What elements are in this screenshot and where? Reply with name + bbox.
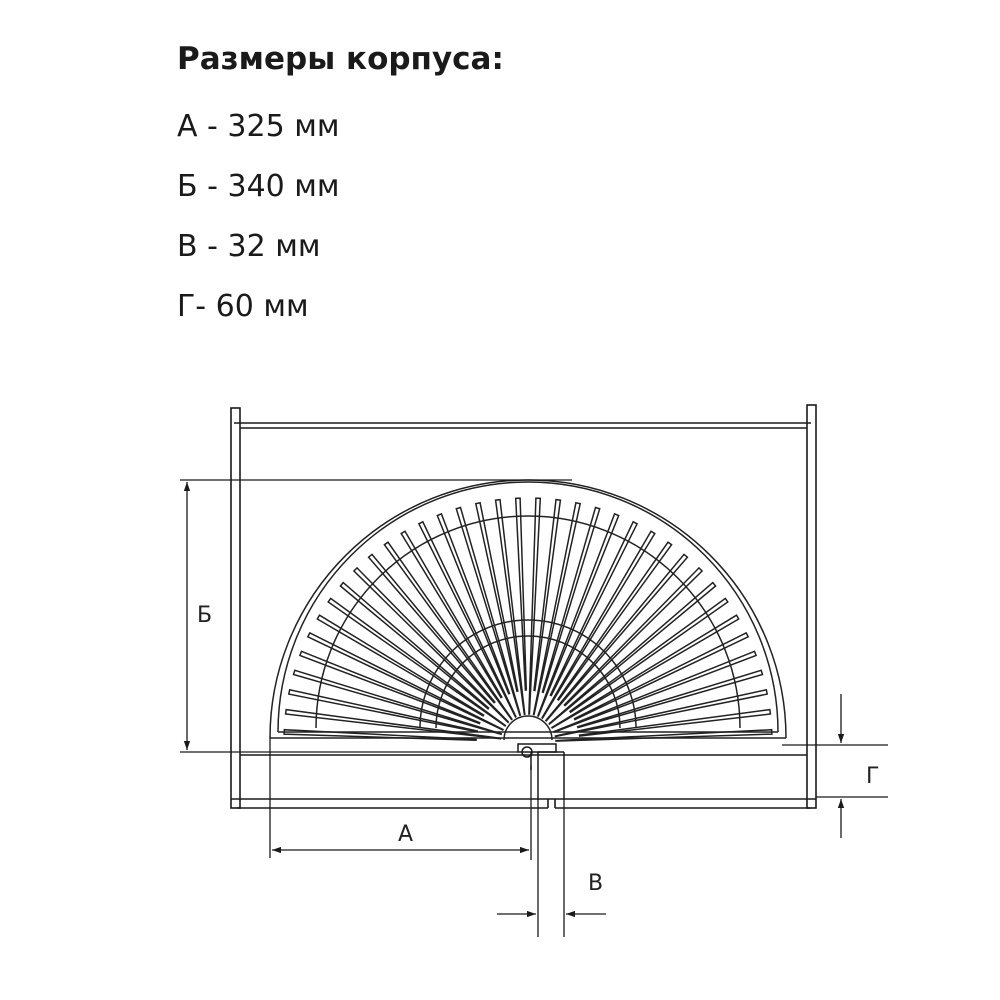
- cabinet-left-wall: [230, 407, 241, 809]
- basket-rod: [556, 541, 673, 702]
- basket-rod: [400, 530, 503, 699]
- dimension-a-marker: [269, 738, 532, 860]
- semicircle-basket: [269, 479, 787, 742]
- basket-rod: [541, 506, 601, 694]
- basket-rod: [563, 566, 704, 707]
- dimension-a: А - 325 мм: [177, 109, 340, 144]
- basket-rod: [536, 512, 620, 717]
- basket-rod: [550, 614, 740, 729]
- label-v: В: [588, 871, 603, 896]
- basket-rod: [568, 597, 729, 714]
- dimension-g: Г- 60 мм: [177, 289, 309, 324]
- basket-rod: [573, 631, 750, 721]
- basket-inner-ring: [419, 619, 637, 729]
- basket-rod: [578, 708, 772, 737]
- dimension-v: В - 32 мм: [177, 229, 321, 264]
- basket-rod: [544, 553, 689, 722]
- label-a: А: [398, 822, 413, 847]
- cabinet-right-wall: [806, 404, 817, 809]
- basket-rod: [284, 708, 501, 740]
- basket-hub: [503, 715, 553, 741]
- dimension-g-marker: [782, 694, 888, 838]
- basket-rod: [367, 553, 496, 704]
- basket-rod: [532, 501, 582, 716]
- dimension-v-marker: [497, 800, 606, 937]
- basket-rod: [339, 581, 490, 710]
- basket-rod: [554, 688, 769, 738]
- basket-support-arc: [315, 515, 741, 729]
- basket-rod: [306, 631, 505, 731]
- basket-rod: [298, 650, 481, 725]
- label-g: Г: [866, 764, 879, 789]
- basket-outer-rim: [269, 479, 787, 739]
- basket-rod: [283, 728, 477, 742]
- basket-rod: [352, 566, 510, 724]
- basket-rod: [292, 669, 503, 736]
- dimension-b: Б - 340 мм: [177, 169, 340, 204]
- basket-rod: [533, 498, 562, 692]
- page-title: Размеры корпуса:: [177, 41, 504, 77]
- basket-rod: [541, 530, 656, 720]
- basket-rod: [494, 498, 526, 715]
- basket-rod: [576, 669, 764, 729]
- basket-rod: [549, 520, 639, 697]
- basket-rod: [417, 520, 517, 719]
- basket-rod: [287, 688, 479, 733]
- basket-rod: [436, 512, 511, 695]
- basket-rod: [548, 581, 717, 726]
- pivot-mount: [517, 743, 565, 800]
- basket-inner-rim: [277, 481, 779, 733]
- basket-rod: [528, 497, 542, 715]
- label-b: Б: [197, 603, 212, 628]
- basket-rod: [316, 614, 485, 717]
- basket-rod: [474, 501, 519, 693]
- dimension-b-marker: [180, 479, 572, 753]
- basket-rod: [383, 541, 513, 721]
- basket-rod: [455, 506, 522, 717]
- basket-inner-ring: [435, 635, 621, 729]
- basket-rod: [553, 650, 758, 734]
- basket-rod: [514, 497, 528, 691]
- basket-rod: [555, 728, 773, 742]
- basket-rod: [327, 597, 507, 727]
